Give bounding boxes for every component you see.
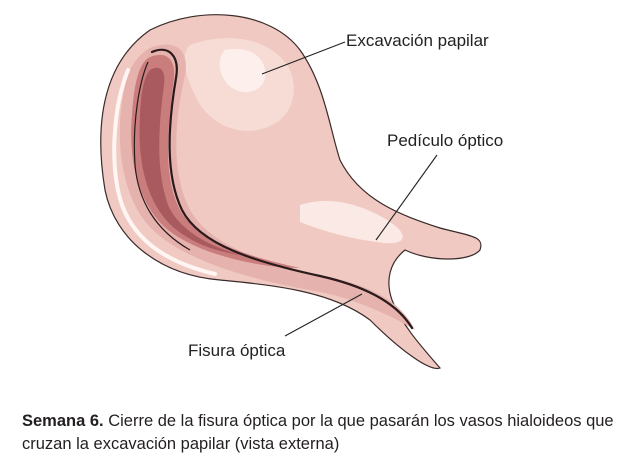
caption-week: Semana 6. [22, 412, 104, 430]
figure-caption: Semana 6. Cierre de la fisura óptica por… [22, 410, 637, 456]
caption-text: Cierre de la fisura óptica por la que pa… [22, 412, 614, 453]
label-pediculo-optico: Pedículo óptico [387, 131, 503, 150]
fissure-line [150, 48, 414, 330]
leader-pediculo [375, 154, 438, 241]
optic-cup-diagram: Excavación papilar Pedículo óptico Fisur… [100, 14, 503, 370]
optic-cup-body [100, 14, 482, 370]
label-excavacion-papilar: Excavación papilar [346, 31, 489, 50]
leader-fisura [284, 293, 363, 337]
leader-excavacion [261, 41, 346, 75]
fissure-line-inner [133, 61, 191, 251]
excavation-bright-spot [219, 48, 266, 93]
label-fisura-optica: Fisura óptica [188, 341, 286, 360]
stalk-highlight [300, 201, 403, 244]
rim-white-edge [112, 68, 217, 276]
rim-band-deep [139, 67, 240, 256]
